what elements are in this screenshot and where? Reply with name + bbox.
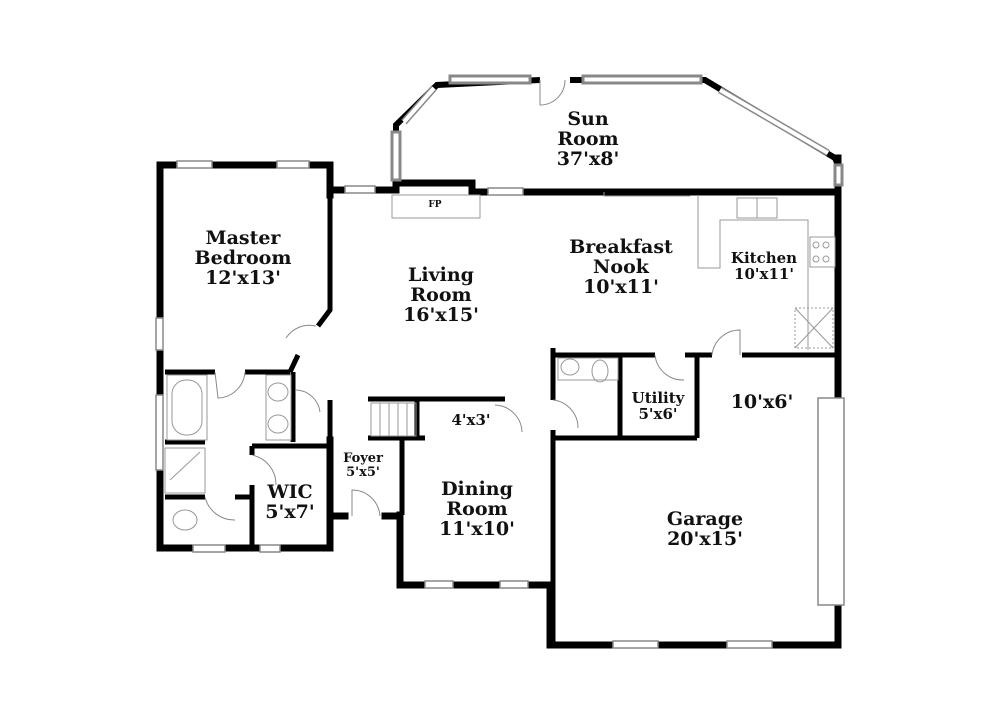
bedroom-windows: [155, 160, 845, 649]
room-label-living-room: Living Room 16'x15': [403, 264, 479, 326]
room-label-breakfast-nook: Breakfast Nook 10'x11': [569, 236, 673, 298]
room-label-wic: WIC 5'x7': [265, 481, 315, 523]
room-name: Foyer: [343, 451, 383, 466]
room-label-foyer: Foyer 5'x5': [343, 452, 383, 479]
room-name: Sun: [567, 108, 609, 130]
room-name: Room: [410, 283, 472, 306]
room-name: Room: [557, 127, 619, 150]
room-label-mudroom: 10'x6': [730, 391, 794, 413]
room-size: 11'x10': [439, 517, 515, 540]
room-label-dining-room: Dining Room 11'x10': [439, 478, 515, 540]
room-label-utility: Utility 5'x6': [631, 389, 685, 423]
room-label-master-bedroom: Master Bedroom 12'x13': [194, 227, 292, 289]
room-size: 10'x11': [734, 264, 794, 283]
room-label-kitchen: Kitchen 10'x11': [730, 249, 798, 283]
room-name: Master: [205, 227, 281, 249]
room-size: 5'x7': [265, 500, 315, 523]
room-name: Nook: [593, 255, 649, 278]
room-size: 16'x15': [403, 303, 479, 326]
exterior-walls: [156, 154, 842, 649]
room-size: 20'x15': [667, 527, 743, 550]
room-size: 10'x6': [730, 391, 794, 413]
fixture-name: FP: [428, 200, 442, 210]
room-size: 5'x5': [346, 464, 380, 480]
room-size: 10'x11': [583, 275, 659, 298]
room-label-closet: 4'x3': [451, 411, 491, 429]
room-name: Garage: [666, 508, 744, 530]
interior-walls: [165, 195, 835, 645]
room-name: Bedroom: [194, 246, 292, 269]
room-size: 5'x6': [638, 404, 678, 423]
room-name: WIC: [267, 481, 313, 503]
room-size: 4'x3': [451, 411, 491, 429]
room-size: 37'x8': [556, 147, 620, 170]
door-swings: [204, 79, 741, 521]
room-name: Living: [408, 264, 474, 286]
room-label-garage: Garage 20'x15': [666, 508, 744, 550]
room-name: Utility: [631, 389, 685, 407]
sun-room-windows: [390, 74, 844, 187]
room-name: Kitchen: [730, 249, 798, 267]
room-label-sun-room: Sun Room 37'x8': [556, 108, 620, 170]
room-name: Room: [446, 497, 508, 520]
room-size: 12'x13': [205, 266, 281, 289]
fixtures: [164, 192, 836, 531]
room-name: Breakfast: [569, 236, 673, 258]
room-name: Dining: [441, 478, 513, 500]
fireplace: [391, 194, 481, 219]
fireplace-label: FP: [428, 200, 442, 210]
